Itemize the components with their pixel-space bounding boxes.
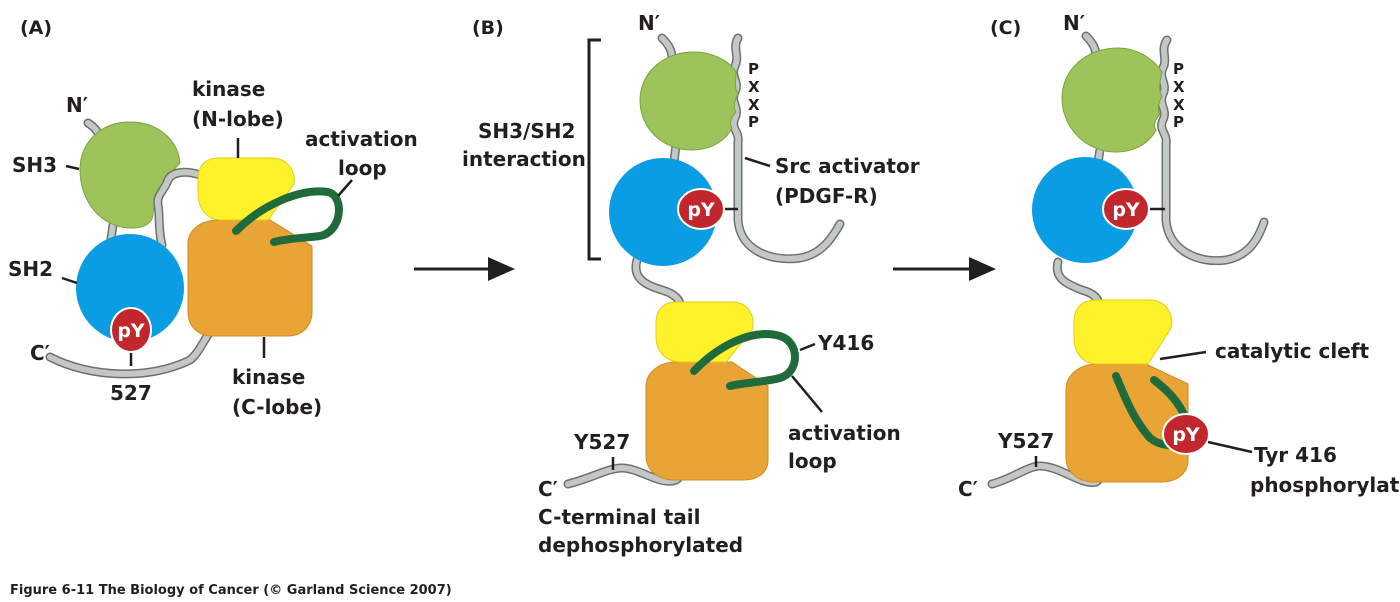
panel-b-bracket [587, 38, 601, 261]
panel-b-y416-leader [799, 342, 816, 352]
panel-c-phosphotyrosine-416 [1162, 413, 1210, 455]
panel-b-y416-label: Y416 [817, 331, 874, 355]
panel-a-loop-label-2: loop [338, 156, 387, 180]
panel-a-py-text: pY [117, 320, 145, 342]
panel-c-y527-label: Y527 [997, 429, 1054, 453]
panel-a-kinase-c-lobe [187, 219, 313, 337]
panel-c-sh2-domain [1032, 157, 1138, 263]
panel-c-tyr416-label-1: Tyr 416 [1254, 443, 1337, 467]
panel-b-activator-leader [744, 156, 771, 168]
panel-b-kinase-c-lobe [645, 361, 769, 481]
panel-b-loop-label-1: activation [788, 421, 901, 445]
panel-b-pxxp-4: P [748, 113, 759, 131]
panel-a-kinase-n-lobe [197, 157, 295, 221]
panel-c: (C) N′ P X X P pY [958, 11, 1400, 501]
panel-a-linker-sh2-kinase [153, 167, 205, 250]
panel-a-phosphotyrosine-527 [110, 307, 152, 353]
panel-c-label: (C) [990, 17, 1021, 39]
panel-c-py-416-text: pY [1172, 424, 1200, 446]
panel-b-tail-label-1: C-terminal tail [538, 505, 700, 529]
panel-a-sh2-domain [76, 234, 184, 342]
panel-c-pxxp-2: X [1173, 78, 1185, 96]
panel-a-n-terminus: N′ [66, 93, 88, 117]
panel-c-sh3-domain [1061, 47, 1163, 153]
panel-b: (B) SH3/SH2 interaction N′ P X X P Src a… [462, 11, 920, 557]
panel-b-kinase-n-lobe [655, 301, 754, 363]
panel-c-n-terminus: N′ [1063, 11, 1085, 35]
panel-a-sh3-domain [79, 121, 181, 229]
panel-a-residue-527: 527 [110, 381, 152, 405]
panel-a-c-tail [45, 327, 215, 379]
panel-c-py-sh2-text: pY [1112, 199, 1140, 221]
figure-caption: Figure 6-11 The Biology of Cancer (© Gar… [10, 583, 452, 598]
panel-a-label: (A) [20, 17, 52, 39]
panel-b-activator-label-2: (PDGF-R) [775, 184, 878, 208]
panel-b-bracket-label-1: SH3/SH2 [478, 119, 575, 143]
panel-c-cleft-label: catalytic cleft [1215, 339, 1370, 363]
panel-b-label: (B) [472, 17, 504, 39]
panel-b-sh2-domain [609, 158, 717, 266]
panel-a-kinase-c-label-1: kinase [232, 365, 305, 389]
panel-a-sh2-label: SH2 [8, 257, 53, 281]
panel-b-activation-loop [690, 330, 799, 390]
panel-c-kinase-n-lobe [1073, 299, 1173, 365]
panel-c-src-activator-peptide [1157, 35, 1269, 266]
panel-b-n-tail [657, 33, 677, 63]
panel-b-pxxp-1: P [748, 60, 759, 78]
panel-c-pxxp-3: X [1173, 96, 1185, 114]
panel-c-tyr416-label-2: phosphorylated [1250, 473, 1400, 497]
panel-a: (A) N′ SH3 SH2 C′ [8, 17, 418, 419]
panel-b-n-terminus: N′ [638, 11, 660, 35]
panel-b-c-terminus: C′ [538, 477, 558, 501]
panel-b-loop-label-2: loop [788, 449, 837, 473]
panel-a-sh3-leader [65, 164, 80, 171]
panel-b-bracket-label-2: interaction [462, 147, 586, 171]
panel-b-pxxp-2: X [748, 78, 760, 96]
panel-a-c-terminus: C′ [30, 341, 50, 365]
panel-a-loop-leader [337, 179, 353, 197]
panel-c-c-terminus: C′ [958, 477, 978, 501]
panel-a-sh3-label: SH3 [12, 153, 57, 177]
panel-b-phosphotyrosine [677, 188, 725, 230]
panel-b-src-activator-peptide [729, 33, 845, 264]
panel-c-cleft-leader [1159, 350, 1207, 361]
panel-b-pxxp-3: X [748, 96, 760, 114]
panel-a-kinase-n-label-1: kinase [192, 77, 265, 101]
panel-a-activation-loop [232, 187, 343, 246]
panel-c-pxxp-4: P [1173, 113, 1184, 131]
panel-c-tyr416-leader [1207, 440, 1253, 454]
panel-b-y527-label: Y527 [573, 430, 630, 454]
panel-c-kinase-c-lobe [1065, 363, 1189, 483]
panel-a-kinase-n-label-2: (N-lobe) [192, 107, 284, 131]
panel-a-loop-label-1: activation [305, 127, 418, 151]
panel-b-sh3-domain [639, 51, 739, 151]
panel-a-kinase-c-label-2: (C-lobe) [232, 395, 322, 419]
panel-b-activator-label-1: Src activator [775, 154, 920, 178]
panel-a-sh2-leader [61, 276, 78, 285]
panel-c-phosphotyrosine-sh2 [1102, 188, 1150, 230]
panel-b-tail-label-2: dephosphorylated [538, 533, 743, 557]
panel-b-loop-leader [791, 375, 823, 413]
panel-c-pxxp-1: P [1173, 60, 1184, 78]
panel-b-py-text: pY [687, 199, 715, 221]
